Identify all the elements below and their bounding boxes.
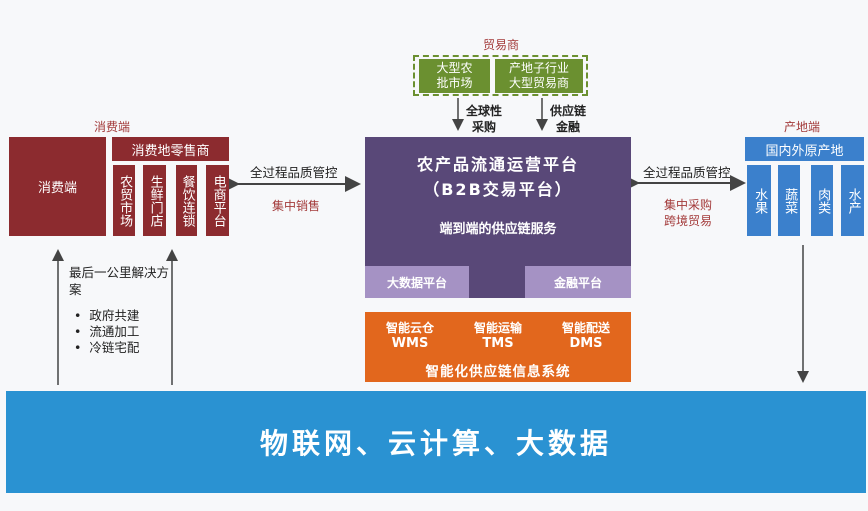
big-data-platform: 大数据平台 bbox=[365, 266, 469, 298]
bullet-text: 流通加工 bbox=[89, 324, 140, 339]
platform-service: 端到端的供应链服务 bbox=[439, 222, 557, 237]
platform-subtitle: （B2B交易平台） bbox=[423, 180, 573, 199]
module-code: DMS bbox=[569, 336, 603, 351]
bullet-text: 冷链宅配 bbox=[89, 340, 140, 355]
consumer-label: 消费端 bbox=[94, 120, 131, 134]
origin-item: 水果 bbox=[747, 165, 771, 236]
retail-item: 农贸市场 bbox=[113, 165, 135, 236]
last-mile-bullet: • 流通加工 bbox=[74, 324, 140, 339]
last-mile-list: • 政府共建 • 流通加工 • 冷链宅配 bbox=[74, 308, 139, 356]
trader-large-traders: 产地子行业 大型贸易商 bbox=[495, 59, 583, 93]
module-name: 智能配送 bbox=[561, 321, 610, 335]
procurement-label: 全球性 采购 bbox=[466, 104, 503, 134]
finance-platform: 金融平台 bbox=[525, 266, 631, 298]
right-link-procurement: 集中采购 跨境贸易 bbox=[664, 198, 713, 228]
finance-label: 供应链 金融 bbox=[550, 104, 587, 134]
module-name: 智能云仓 bbox=[385, 321, 434, 335]
retail-header: 消费地零售商 bbox=[112, 137, 229, 161]
trader-wholesale-market: 大型农 批市场 bbox=[419, 59, 490, 93]
origin-header: 国内外原产地 bbox=[745, 137, 864, 161]
last-mile-title: 最后一公里解决方案 bbox=[69, 265, 170, 297]
platform-box: 农产品流通运营平台 （B2B交易平台） 端到端的供应链服务 大数据平台 金融平台 bbox=[365, 137, 631, 298]
origin-item: 水产 bbox=[841, 165, 864, 236]
right-link-quality: 全过程品质管控 bbox=[643, 165, 731, 180]
module-code: TMS bbox=[482, 336, 514, 351]
left-link-quality: 全过程品质管控 bbox=[250, 165, 338, 180]
scm-title: 智能化供应链信息系统 bbox=[425, 364, 571, 380]
traders-label: 贸易商 bbox=[483, 38, 520, 52]
module-code: WMS bbox=[391, 336, 429, 351]
last-mile-bullet: • 政府共建 bbox=[74, 308, 140, 323]
origin-item: 蔬菜 bbox=[778, 165, 800, 236]
retail-item: 生鲜门店 bbox=[143, 165, 166, 236]
traders-group bbox=[413, 55, 588, 96]
retail-item: 电商平台 bbox=[206, 165, 229, 236]
foundation-band: 物联网、云计算、大数据 bbox=[6, 391, 866, 493]
bullet-text: 政府共建 bbox=[89, 308, 140, 323]
platform-title: 农产品流通运营平台 bbox=[416, 155, 579, 174]
module-name: 智能运输 bbox=[473, 321, 522, 335]
origin-label: 产地端 bbox=[784, 120, 821, 134]
left-link-sales: 集中销售 bbox=[272, 199, 321, 213]
consumer-box: 消费端 bbox=[9, 137, 106, 236]
last-mile-bullet: • 冷链宅配 bbox=[74, 340, 140, 355]
origin-item: 肉类 bbox=[811, 165, 833, 236]
retail-item: 餐饮连锁 bbox=[176, 165, 197, 236]
